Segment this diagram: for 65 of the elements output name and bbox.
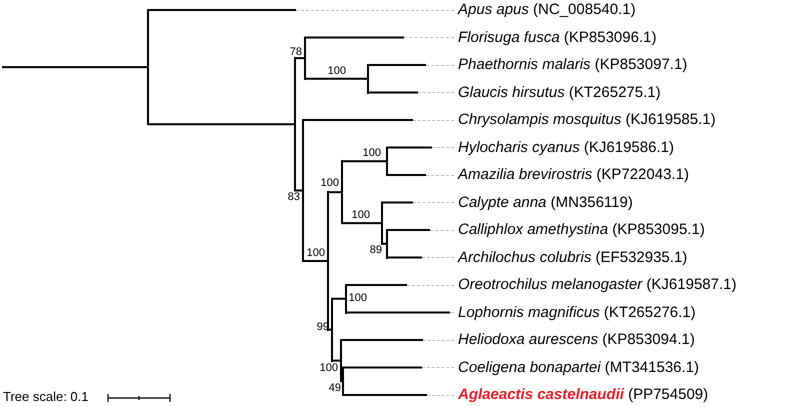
tree-branch	[294, 57, 304, 60]
tree-node-line	[331, 298, 333, 362]
tree-node-line	[367, 64, 369, 94]
tree-node-line	[342, 366, 344, 396]
tree-node-line	[147, 9, 149, 126]
tree-branch	[345, 284, 407, 286]
taxon-label: Lophornis magnificus (KT265276.1)	[458, 304, 696, 322]
tree-node-line	[327, 191, 329, 331]
taxon-label: Glaucis hirsutus (KT265275.1)	[458, 84, 661, 102]
taxon-label: Florisuga fusca (KP853096.1)	[458, 28, 656, 46]
bootstrap-value: 100	[328, 65, 346, 77]
tree-branch	[327, 191, 341, 194]
tree-branch	[2, 66, 147, 68]
tree-branch	[367, 92, 418, 94]
tree-branch	[345, 312, 450, 314]
tree-branch	[147, 123, 294, 126]
tree-branch	[386, 174, 426, 176]
taxon-label: Calypte anna (MN356119)	[458, 194, 633, 212]
bootstrap-value: 100	[348, 292, 367, 304]
taxon-label: Heliodoxa aurescens (KP853094.1)	[458, 331, 695, 349]
tree-node-line	[304, 36, 306, 80]
tree-branch	[386, 146, 432, 148]
tree-branch	[302, 119, 413, 121]
tree-node-line	[345, 284, 347, 314]
tree-branch	[367, 64, 426, 66]
tree-branch	[340, 339, 423, 341]
bootstrap-value: 100	[320, 362, 338, 374]
taxon-label: Phaethornis malaris (KP853097.1)	[458, 56, 688, 74]
tree-branch	[304, 36, 404, 38]
tree-node-line	[386, 229, 388, 258]
bootstrap-value: 78	[290, 46, 302, 58]
taxon-label: Calliphlox amethystina (KP853095.1)	[458, 221, 705, 239]
bootstrap-value: 100	[306, 247, 325, 259]
tree-branch	[342, 394, 427, 396]
tree-branch	[381, 202, 413, 204]
tree-branch	[341, 160, 386, 162]
taxon-label: Hylocharis cyanus (KJ619586.1)	[458, 138, 674, 156]
tree-branch	[342, 366, 422, 368]
tree-node-line	[294, 57, 296, 192]
tree-branch	[304, 78, 367, 80]
taxon-label: Oreotrochilus melanogaster (KJ619587.1)	[458, 276, 736, 294]
tree-node-line	[302, 119, 304, 262]
tree-branch	[386, 256, 422, 258]
bootstrap-value: 83	[288, 191, 300, 203]
tree-branch	[386, 229, 430, 231]
tree-branch	[331, 298, 345, 300]
bootstrap-value: 100	[352, 209, 370, 221]
bootstrap-value: 49	[328, 382, 341, 394]
tree-branch	[147, 9, 296, 11]
taxon-label: Aglaeactis castelnaudii (PP754509)	[458, 386, 708, 404]
bootstrap-value: 100	[362, 147, 381, 159]
tree-branch	[341, 222, 381, 224]
bootstrap-value: 100	[320, 177, 339, 189]
tree-branch	[302, 260, 327, 262]
tree-node-line	[381, 202, 383, 245]
taxon-label: Amazilia brevirostris (KP722043.1)	[458, 166, 689, 184]
scale-label: Tree scale: 0.1	[3, 389, 89, 405]
taxon-label: Chrysolampis mosquitus (KJ619585.1)	[458, 111, 716, 129]
bootstrap-value: 89	[370, 244, 382, 256]
tree-node-line	[386, 146, 388, 176]
taxon-label: Apus apus (NC_008540.1)	[458, 1, 636, 19]
taxon-label: Archilochus colubris (EF532935.1)	[458, 248, 688, 266]
tree-node-line	[341, 160, 343, 224]
tree-node-line	[340, 339, 342, 382]
taxon-label: Coeligena bonapartei (MT341536.1)	[458, 358, 700, 376]
